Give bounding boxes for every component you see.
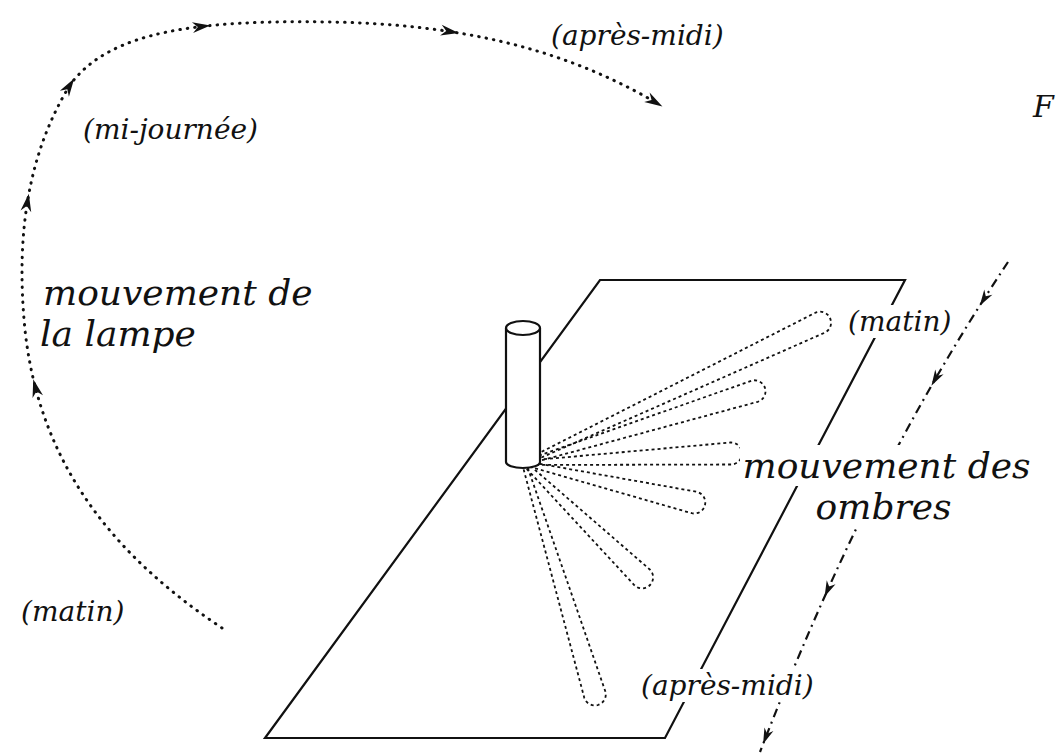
caption-label: mouvement de la lampe bbox=[40, 272, 340, 355]
shadow bbox=[523, 462, 653, 589]
arrowhead bbox=[60, 76, 79, 97]
time-label: (matin) bbox=[845, 306, 954, 338]
caption-label: mouvement des ombres bbox=[712, 445, 1058, 528]
arrowhead bbox=[21, 193, 35, 213]
shadow bbox=[524, 461, 706, 513]
lamp-path bbox=[22, 22, 660, 628]
arrowhead bbox=[192, 20, 211, 33]
shadow bbox=[524, 443, 742, 465]
shadow bbox=[523, 380, 765, 465]
time-label: (après-midi) bbox=[638, 670, 817, 702]
arrowhead bbox=[976, 290, 993, 309]
time-label: (matin) bbox=[18, 596, 127, 628]
arrowhead bbox=[440, 25, 459, 38]
arrowhead bbox=[28, 378, 43, 398]
time-label: (mi-journée) bbox=[80, 114, 261, 146]
time-label: F bbox=[1030, 90, 1057, 125]
arrowhead bbox=[759, 727, 774, 745]
shadow bbox=[522, 462, 606, 705]
lamp-post bbox=[506, 321, 540, 468]
time-label: (après-midi) bbox=[548, 20, 727, 52]
ground-plane bbox=[265, 280, 905, 738]
shadow-group bbox=[522, 312, 831, 706]
arrowhead bbox=[927, 370, 943, 389]
arrowhead bbox=[820, 580, 835, 599]
arrowhead bbox=[644, 93, 665, 111]
shadow bbox=[523, 312, 831, 465]
